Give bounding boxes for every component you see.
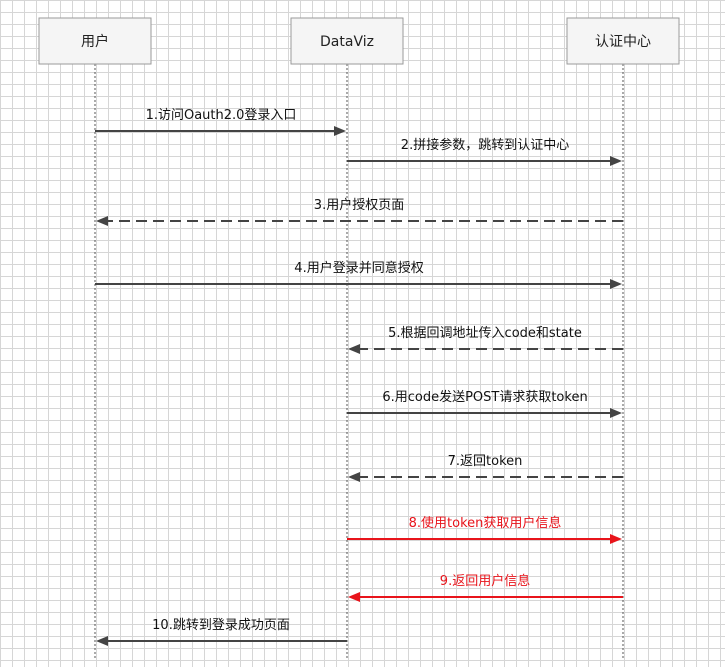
actor-label-dataviz: DataViz (320, 34, 374, 50)
message-label: 10.跳转到登录成功页面 (152, 618, 290, 633)
actor-box-auth (566, 17, 680, 65)
actor-auth: 认证中心 (566, 17, 680, 65)
actor-label-user: 用户 (81, 33, 109, 50)
message-2: 2.拼接参数，跳转到认证中心 (347, 137, 622, 166)
message-label: 5.根据回调地址传入code和state (388, 326, 582, 341)
arrowhead-icon (96, 216, 108, 226)
message-1: 1.访问Oauth2.0登录入口 (95, 108, 346, 136)
message-9: 9.返回用户信息 (348, 573, 623, 602)
message-3: 3.用户授权页面 (96, 197, 623, 226)
lifelines-layer (94, 64, 624, 660)
message-label: 6.用code发送POST请求获取token (382, 389, 587, 405)
message-label: 1.访问Oauth2.0登录入口 (146, 108, 297, 123)
message-label: 3.用户授权页面 (314, 197, 404, 213)
message-7: 7.返回token (348, 454, 623, 482)
message-8: 8.使用token获取用户信息 (347, 515, 622, 544)
message-label: 8.使用token获取用户信息 (409, 515, 562, 531)
arrowhead-icon (334, 126, 346, 136)
arrowhead-icon (348, 472, 360, 482)
message-4: 4.用户登录并同意授权 (95, 260, 622, 289)
arrowhead-icon (348, 344, 360, 354)
message-5: 5.根据回调地址传入code和state (348, 326, 623, 354)
arrowhead-icon (610, 408, 622, 418)
actors-layer: 用户 DataViz 认证中心 (38, 17, 680, 65)
arrowhead-icon (348, 592, 360, 602)
actor-dataviz: DataViz (290, 17, 404, 65)
actor-user: 用户 (38, 17, 152, 65)
message-label: 9.返回用户信息 (440, 573, 530, 589)
arrowhead-icon (96, 636, 108, 646)
message-6: 6.用code发送POST请求获取token (347, 389, 622, 418)
arrowhead-icon (610, 156, 622, 166)
actor-box-dataviz (290, 17, 404, 65)
message-label: 4.用户登录并同意授权 (294, 260, 423, 276)
actor-box-user (38, 17, 152, 65)
arrowhead-icon (610, 279, 622, 289)
message-label: 2.拼接参数，跳转到认证中心 (401, 137, 569, 153)
actor-label-auth: 认证中心 (595, 34, 651, 50)
message-10: 10.跳转到登录成功页面 (96, 618, 347, 646)
message-label: 7.返回token (448, 454, 523, 469)
messages-layer: 1.访问Oauth2.0登录入口 2.拼接参数，跳转到认证中心 3.用户授权页面 4.… (95, 108, 623, 646)
arrowhead-icon (610, 534, 622, 544)
